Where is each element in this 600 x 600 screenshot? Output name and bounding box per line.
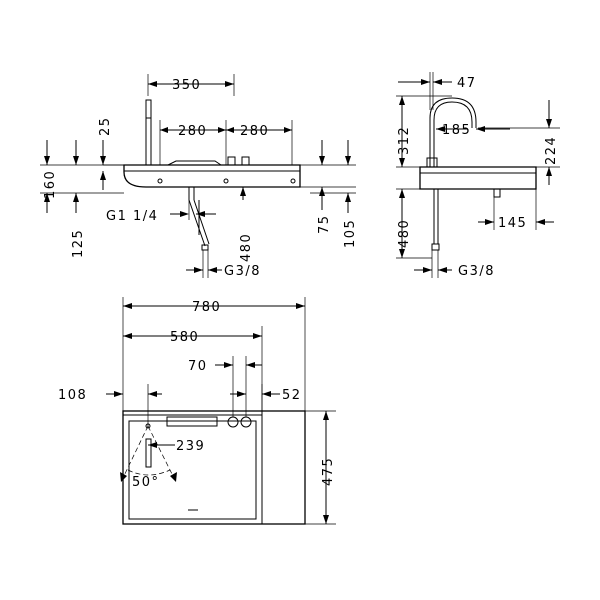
front-dim-280-left: 280 (178, 124, 207, 139)
side-dim-185: 185 (442, 123, 471, 138)
front-dim-160: 160 (43, 170, 58, 199)
front-dim-350: 350 (172, 78, 201, 93)
plan-dim-angle: 50° (132, 475, 160, 490)
plan-dim-239: 239 (176, 439, 205, 454)
plan-dim-475: 475 (321, 457, 336, 486)
plan-view: 50° 239 780 580 70 108 (58, 297, 336, 525)
front-dim-125: 125 (71, 229, 86, 258)
plan-outline (122, 410, 306, 525)
plan-dim-580: 580 (170, 330, 199, 345)
front-dim-thread-waste: G3/8 (224, 264, 261, 279)
side-basin-outline (419, 166, 537, 190)
front-dim-480: 480 (239, 233, 254, 262)
plan-dim-108: 108 (58, 388, 87, 403)
plan-knob-left (227, 416, 239, 428)
front-dim-75: 75 (317, 214, 332, 234)
side-dim-145: 145 (498, 216, 527, 231)
side-dim-224: 224 (544, 136, 559, 165)
plan-dim-70: 70 (188, 359, 208, 374)
front-spout (145, 99, 152, 166)
front-basin-outline (123, 164, 301, 188)
front-dim-105: 105 (343, 219, 358, 248)
plan-knob-right (240, 416, 252, 428)
plan-basin-bowl (128, 420, 257, 520)
side-dim-thread: G3/8 (458, 264, 495, 279)
front-dim-25: 25 (98, 116, 113, 136)
front-view: 350 280 280 25 160 125 G1 1/4 (40, 74, 358, 279)
side-dim-480: 480 (397, 219, 412, 248)
plan-spout (145, 438, 152, 468)
side-view: 47 312 185 224 480 1 (396, 72, 560, 279)
side-dim-47: 47 (457, 76, 477, 91)
plan-dim-52: 52 (282, 388, 302, 403)
front-dim-280-right: 280 (240, 124, 269, 139)
plan-dim-780: 780 (192, 300, 221, 315)
front-dim-thread-supply: G1 1/4 (106, 209, 158, 224)
side-spout (429, 97, 477, 167)
side-dim-312: 312 (397, 126, 412, 155)
